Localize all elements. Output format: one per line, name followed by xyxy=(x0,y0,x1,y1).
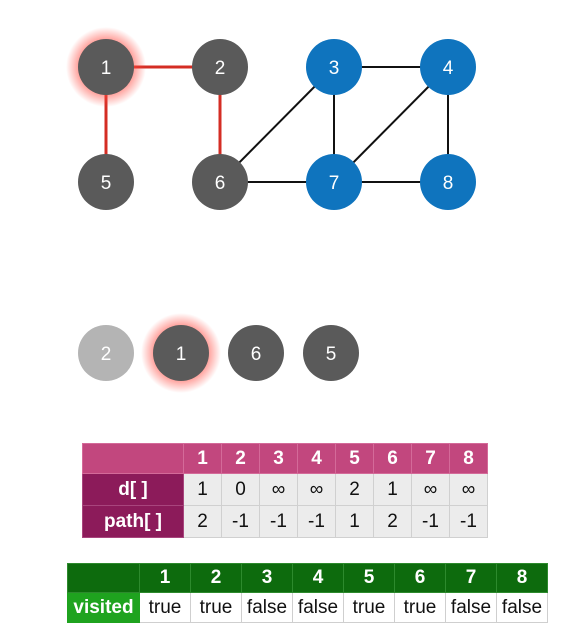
d-value-4: ∞ xyxy=(297,473,336,506)
graph-node-4-label: 4 xyxy=(443,58,454,79)
row-label-visited: visited xyxy=(67,592,140,623)
d-value-2: 0 xyxy=(221,473,260,506)
visited-value-6: true xyxy=(394,592,446,623)
queue-node-1-label: 1 xyxy=(176,344,187,365)
queue-node-6: 6 xyxy=(228,325,284,381)
dist-header-1: 1 xyxy=(183,443,222,474)
path-value-1: 2 xyxy=(183,505,222,538)
queue-node-2-label: 2 xyxy=(101,344,112,365)
queue-node-6-circle xyxy=(228,325,284,381)
queue: 2 1 6 5 xyxy=(78,313,359,393)
graph-node-1-label: 1 xyxy=(101,58,112,79)
row-label-path: path[ ] xyxy=(82,505,184,538)
graph-node-3: 3 xyxy=(306,39,362,95)
table-corner xyxy=(67,563,140,593)
graph-node-4: 4 xyxy=(420,39,476,95)
graph-node-6: 6 xyxy=(192,154,248,210)
path-value-3: -1 xyxy=(259,505,298,538)
dist-header-8: 8 xyxy=(449,443,488,474)
d-value-8: ∞ xyxy=(449,473,488,506)
visited-value-4: false xyxy=(292,592,344,623)
graph-node-3-label: 3 xyxy=(329,58,340,79)
path-value-5: 1 xyxy=(335,505,374,538)
d-value-6: 1 xyxy=(373,473,412,506)
graph-node-5: 5 xyxy=(78,154,134,210)
queue-node-6-label: 6 xyxy=(251,344,262,365)
d-value-1: 1 xyxy=(183,473,222,506)
visited-header-4: 4 xyxy=(292,563,344,593)
visited-header-2: 2 xyxy=(190,563,242,593)
dist-header-5: 5 xyxy=(335,443,374,474)
path-value-4: -1 xyxy=(297,505,336,538)
queue-node-5: 5 xyxy=(303,325,359,381)
queue-node-5-label: 5 xyxy=(326,344,337,365)
visited-header-5: 5 xyxy=(343,563,395,593)
d-value-7: ∞ xyxy=(411,473,450,506)
visited-header-6: 6 xyxy=(394,563,446,593)
path-value-8: -1 xyxy=(449,505,488,538)
graph-node-7-circle xyxy=(306,154,362,210)
graph-node-7: 7 xyxy=(306,154,362,210)
dist-header-7: 7 xyxy=(411,443,450,474)
queue-node-1: 1 xyxy=(141,313,221,393)
dist-header-2: 2 xyxy=(221,443,260,474)
graph-node-8: 8 xyxy=(420,154,476,210)
visited-value-2: true xyxy=(190,592,242,623)
d-value-5: 2 xyxy=(335,473,374,506)
visited-header-8: 8 xyxy=(496,563,548,593)
graph-node-8-label: 8 xyxy=(443,173,454,194)
dist-header-3: 3 xyxy=(259,443,298,474)
visited-header-3: 3 xyxy=(241,563,293,593)
graph-diagram: 1 2 3 4 5 6 7 8 2 1 6 5 xyxy=(66,27,476,393)
graph-node-3-circle xyxy=(306,39,362,95)
visited-value-8: false xyxy=(496,592,548,623)
graph-node-5-circle xyxy=(78,154,134,210)
queue-node-2: 2 xyxy=(78,325,134,381)
graph-node-6-label: 6 xyxy=(215,173,226,194)
graph-node-6-circle xyxy=(192,154,248,210)
graph-node-1: 1 xyxy=(66,27,146,107)
visited-header-1: 1 xyxy=(139,563,191,593)
graph-node-2: 2 xyxy=(192,39,248,95)
queue-node-1-circle xyxy=(153,325,209,381)
graph-node-4-circle xyxy=(420,39,476,95)
visited-value-5: true xyxy=(343,592,395,623)
path-value-6: 2 xyxy=(373,505,412,538)
d-value-3: ∞ xyxy=(259,473,298,506)
path-value-7: -1 xyxy=(411,505,450,538)
queue-node-2-circle xyxy=(78,325,134,381)
visited-value-7: false xyxy=(445,592,497,623)
graph-node-1-circle xyxy=(78,39,134,95)
visited-value-1: true xyxy=(139,592,191,623)
graph-node-2-label: 2 xyxy=(215,58,226,79)
graph-node-2-circle xyxy=(192,39,248,95)
graph-node-7-label: 7 xyxy=(329,173,340,194)
graph-node-8-circle xyxy=(420,154,476,210)
visited-value-3: false xyxy=(241,592,293,623)
visited-header-7: 7 xyxy=(445,563,497,593)
table-corner xyxy=(82,443,184,474)
graph-node-5-label: 5 xyxy=(101,173,112,194)
path-value-2: -1 xyxy=(221,505,260,538)
dist-header-6: 6 xyxy=(373,443,412,474)
row-label-d: d[ ] xyxy=(82,473,184,506)
dist-header-4: 4 xyxy=(297,443,336,474)
queue-node-5-circle xyxy=(303,325,359,381)
